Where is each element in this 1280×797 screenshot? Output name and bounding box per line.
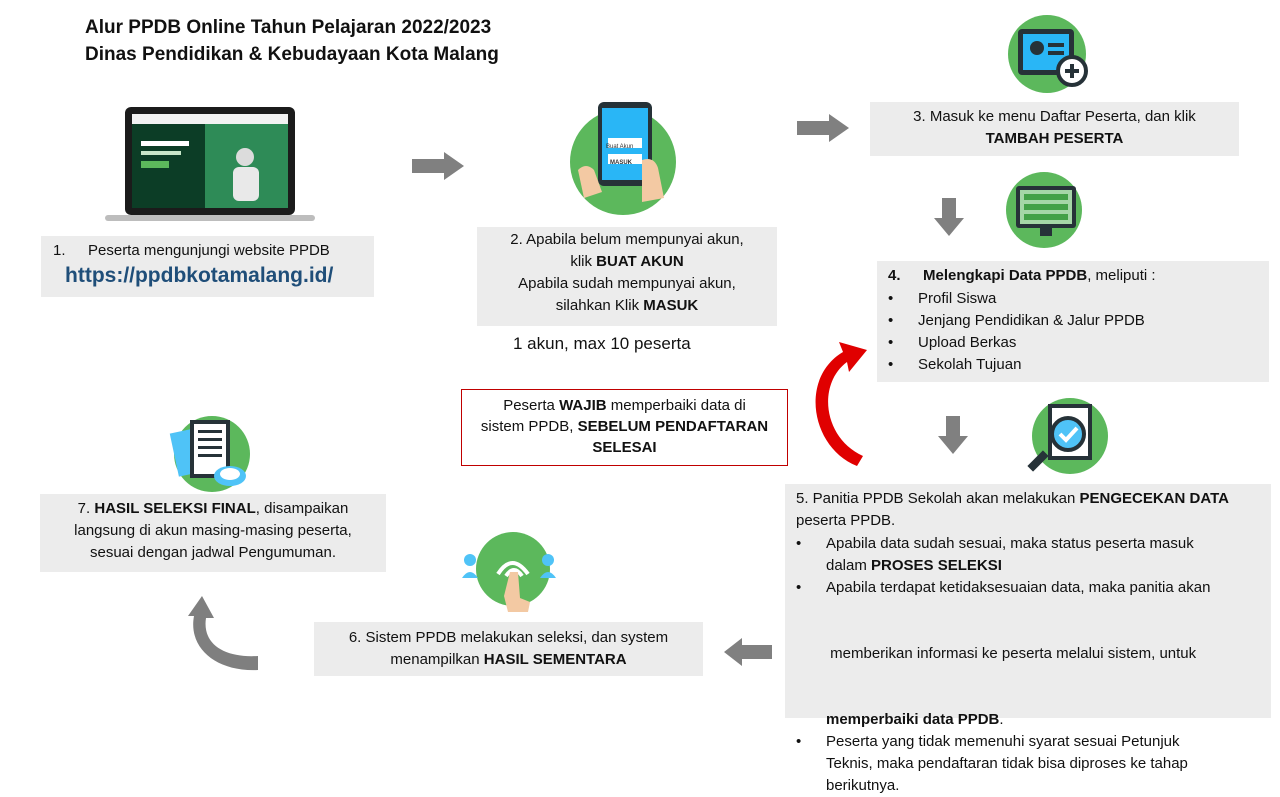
warning-text: Peserta [503, 397, 560, 414]
proses-seleksi-label: PROSES SELEKSI [871, 557, 1002, 574]
arrow-down-icon [938, 416, 968, 454]
deadline-label: SELESAI [592, 439, 657, 456]
add-participant-icon [1018, 29, 1088, 87]
step-2-line-4a: silahkan Klik [555, 297, 644, 314]
bullet: • [796, 535, 802, 552]
title-line-2: Dinas Pendidikan & Kebudayaan Kota Malan… [85, 44, 499, 65]
step-7-line-2: langsung di akun masing-masing peserta, [74, 522, 352, 539]
masuk-button: MASUK [610, 160, 632, 166]
step-4-box: 4. Melengkapi Data PPDB, meliputi : • Pro… [877, 261, 1269, 382]
list-item-text: berikutnya. [826, 777, 900, 794]
step-4-heading: Melengkapi Data PPDB [923, 267, 1088, 284]
list-item-text: Profil Siswa [918, 290, 997, 307]
step-4-list: • Profil Siswa • Jenjang Pendidikan & Jalu… [888, 288, 1145, 376]
step-2-line-2a: klik [570, 253, 597, 270]
bullet: • [888, 312, 894, 329]
laptop-icon [105, 107, 315, 221]
hasil-seleksi-final-label: HASIL SELEKSI FINAL [94, 500, 256, 517]
page-title: Alur PPDB Online Tahun Pelajaran 2022/20… [85, 14, 499, 68]
list-item-text: Apabila data sudah sesuai, maka status p… [826, 535, 1194, 552]
step-3-line-1: 3. Masuk ke menu Daftar Peserta, dan kli… [913, 108, 1196, 125]
step-5-text: peserta PPDB. [796, 512, 896, 529]
list-item: • Apabila data sudah sesuai, maka status… [796, 533, 1210, 577]
list-item-text: dalam [826, 557, 872, 574]
arrow-right-icon [412, 152, 464, 180]
document-check-icon [1027, 404, 1092, 472]
step-6-line-2: menampilkan [390, 651, 484, 668]
bullet: • [796, 579, 802, 596]
step-2-line-1: 2. Apabila belum mempunyai akun, [510, 231, 744, 248]
list-item: • Peserta yang tidak memenuhi syarat ses… [796, 731, 1210, 797]
step-7-box: 7. HASIL SELEKSI FINAL, disampaikan lang… [40, 494, 386, 572]
step-5-box: 5. Panitia PPDB Sekolah akan melakukan P… [785, 484, 1271, 794]
ppdb-website-link[interactable]: https://ppdbkotamalang.id/ [65, 264, 334, 287]
red-curved-arrow-icon [815, 342, 867, 466]
step-6-line-1: 6. Sistem PPDB melakukan seleksi, dan sy… [348, 629, 669, 646]
warning-text: sistem PPDB, [480, 418, 578, 435]
bullet: • [888, 290, 894, 307]
step-5-text: 5. Panitia PPDB Sekolah akan melakukan [796, 490, 1080, 507]
step-6-box: 6. Sistem PPDB melakukan seleksi, dan sy… [314, 622, 703, 676]
arrow-right-icon [797, 114, 849, 142]
list-item-text: Upload Berkas [918, 334, 1017, 351]
arrow-left-icon [724, 638, 772, 666]
selection-hand-icon [462, 554, 556, 612]
final-result-document-icon [169, 420, 246, 486]
buat-akun-label: BUAT AKUN [596, 253, 684, 270]
monitor-form-icon [1016, 186, 1076, 236]
list-item-text: memberikan informasi ke peserta melalui … [826, 645, 1197, 662]
step-3-box: 3. Masuk ke menu Daftar Peserta, dan kli… [870, 102, 1239, 156]
list-item-text: Peserta yang tidak memenuhi syarat sesua… [826, 733, 1180, 750]
warning-text: memperbaiki data di [606, 397, 746, 414]
step-7-text: 7. [77, 500, 95, 517]
step-4-heading-suffix: , meliputi : [1087, 267, 1156, 284]
list-item: • Upload Berkas [888, 332, 1145, 354]
buat-akun-button: Buat Akun [606, 144, 634, 150]
list-item: • Sekolah Tujuan [888, 354, 1145, 376]
title-line-1: Alur PPDB Online Tahun Pelajaran 2022/20… [85, 17, 492, 38]
step-1-text: Peserta mengunjungi website PPDB [88, 242, 330, 259]
tablet-login-icon [578, 102, 664, 202]
step-2-box: 2. Apabila belum mempunyai akun, klik BU… [477, 227, 777, 326]
step-5-list: • Apabila data sudah sesuai, maka status… [796, 533, 1210, 797]
step-2-line-3: Apabila sudah mempunyai akun, [518, 275, 736, 292]
step-7-text: , disampaikan [255, 500, 349, 517]
account-limit-note: 1 akun, max 10 peserta [513, 334, 691, 353]
deadline-label: SEBELUM PENDAFTARAN [577, 418, 769, 435]
masuk-label: MASUK [643, 297, 699, 314]
list-item-text: Sekolah Tujuan [918, 356, 1022, 373]
arrow-down-icon [934, 198, 964, 236]
bullet: • [888, 334, 894, 351]
list-item: • Jenjang Pendidikan & Jalur PPDB [888, 310, 1145, 332]
pengecekan-data-label: PENGECEKAN DATA [1079, 490, 1229, 507]
tambah-peserta-label: TAMBAH PESERTA [985, 130, 1124, 147]
list-item: • Profil Siswa [888, 288, 1145, 310]
step-1-box: 1. Peserta mengunjungi website PPDB http… [41, 236, 374, 297]
list-item-text: Jenjang Pendidikan & Jalur PPDB [918, 312, 1145, 329]
list-item-text: Teknis, maka pendaftaran tidak bisa dipr… [826, 755, 1188, 772]
hasil-sementara-label: HASIL SEMENTARA [483, 651, 627, 668]
list-item: • Apabila terdapat ketidaksesuaian data,… [796, 577, 1210, 731]
wajib-label: WAJIB [559, 397, 607, 414]
step-1-number: 1. [53, 242, 66, 259]
step-4-number: 4. [888, 267, 901, 284]
step-7-line-3: sesuai dengan jadwal Pengumuman. [90, 544, 336, 561]
bullet: • [796, 733, 802, 750]
warning-note: Peserta WAJIB memperbaiki data di sistem… [461, 389, 788, 466]
grey-curved-arrow-icon [188, 596, 258, 671]
bullet: • [888, 356, 894, 373]
list-item-text: Apabila terdapat ketidaksesuaian data, m… [826, 579, 1211, 596]
